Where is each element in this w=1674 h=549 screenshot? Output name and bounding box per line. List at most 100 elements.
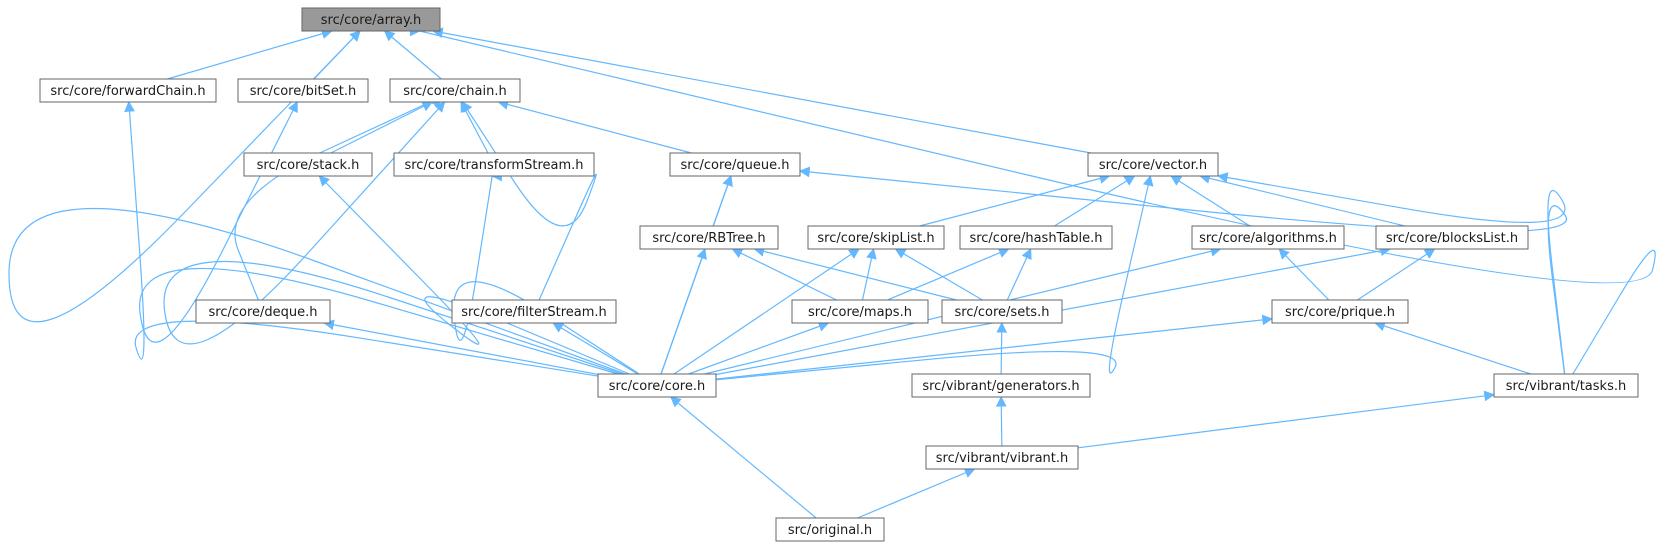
node-box	[597, 373, 717, 398]
nodes-layer: src/core/array.h src/core/forwardChain.h s…	[39, 7, 1639, 542]
edge-core-to-skipList	[673, 248, 860, 375]
node-array[interactable]: src/core/array.h	[301, 7, 441, 32]
edge-original-to-core	[669, 396, 817, 519]
edge-core-to-forwardChain	[124, 100, 599, 377]
node-box	[1087, 152, 1219, 177]
edge-maps-to-hashTable	[887, 247, 1010, 301]
node-label: src/core/blocksList.h	[1386, 231, 1518, 246]
edge-vibrant-to-generators	[995, 395, 1007, 447]
node-sets[interactable]: src/core/sets.h	[941, 299, 1063, 324]
node-box	[393, 152, 595, 177]
edge-hashTable-to-vector	[1054, 175, 1136, 227]
node-core[interactable]: src/core/core.h	[597, 373, 717, 398]
node-label: src/original.h	[788, 523, 872, 538]
node-box	[1375, 225, 1529, 250]
node-box	[791, 299, 929, 324]
node-box	[243, 152, 373, 177]
edge-forwardChain-to-array	[167, 28, 333, 80]
edge-tasks-to-array	[418, 28, 1656, 375]
node-label: src/core/array.h	[321, 13, 422, 28]
node-label: src/core/transformStream.h	[404, 158, 583, 173]
node-bitSet[interactable]: src/core/bitSet.h	[237, 78, 369, 103]
node-RBTree[interactable]: src/core/RBTree.h	[639, 225, 779, 250]
edge-core-to-RBTree	[660, 247, 707, 375]
edge-algorithms-to-vector	[1170, 175, 1251, 227]
edge-core-to-prique	[715, 314, 1274, 380]
node-label: src/core/bitSet.h	[250, 84, 357, 99]
node-box	[807, 225, 945, 250]
edge-sets-to-skipList	[894, 248, 983, 301]
node-label: src/core/core.h	[609, 379, 705, 394]
node-label: src/core/skipList.h	[817, 231, 934, 246]
edge-queue-to-chain	[497, 99, 692, 154]
node-algorithms[interactable]: src/core/algorithms.h	[1191, 225, 1345, 250]
node-label: src/core/sets.h	[955, 305, 1050, 320]
edge-original-to-vibrant	[857, 467, 976, 519]
node-stack[interactable]: src/core/stack.h	[243, 152, 373, 177]
node-box	[451, 299, 617, 324]
node-box	[1191, 225, 1345, 250]
node-label: src/core/hashTable.h	[969, 231, 1102, 246]
node-box	[237, 78, 369, 103]
edge-tasks-to-queue	[798, 166, 1568, 375]
edge-tasks-to-vector	[1216, 172, 1566, 375]
node-label: src/core/algorithms.h	[1199, 231, 1337, 246]
node-box	[389, 78, 521, 103]
node-label: src/core/stack.h	[257, 158, 360, 173]
node-label: src/vibrant/tasks.h	[1506, 379, 1626, 394]
node-prique[interactable]: src/core/prique.h	[1271, 299, 1409, 324]
node-maps[interactable]: src/core/maps.h	[791, 299, 929, 324]
edge-stack-to-chain	[330, 101, 434, 154]
node-queue[interactable]: src/core/queue.h	[669, 152, 801, 177]
node-box	[639, 225, 779, 250]
node-label: src/core/queue.h	[681, 158, 790, 173]
edge-core-to-stack	[318, 175, 630, 375]
node-label: src/core/deque.h	[208, 305, 317, 320]
node-transformStream[interactable]: src/core/transformStream.h	[393, 152, 595, 177]
node-hashTable[interactable]: src/core/hashTable.h	[959, 225, 1113, 250]
node-label: src/core/RBTree.h	[652, 231, 765, 246]
node-chain[interactable]: src/core/chain.h	[389, 78, 521, 103]
node-label: src/core/maps.h	[808, 305, 912, 320]
edge-core-to-chain	[163, 101, 623, 375]
edge-skipList-to-vector	[919, 173, 1111, 227]
edge-core-to-maps	[688, 321, 830, 375]
node-blocksList[interactable]: src/core/blocksList.h	[1375, 225, 1529, 250]
edge-vector-to-array	[431, 27, 1092, 154]
node-deque[interactable]: src/core/deque.h	[195, 299, 331, 324]
node-vibrant[interactable]: src/vibrant/vibrant.h	[925, 445, 1079, 470]
node-box	[775, 517, 885, 542]
edge-core-to-vector	[715, 174, 1154, 381]
edge-core-to-transformStream	[453, 174, 640, 375]
node-skipList[interactable]: src/core/skipList.h	[807, 225, 945, 250]
node-box	[911, 373, 1091, 398]
node-generators[interactable]: src/vibrant/generators.h	[911, 373, 1091, 398]
edge-maps-to-skipList	[861, 247, 877, 301]
node-filterStream[interactable]: src/core/filterStream.h	[451, 299, 617, 324]
edge-sets-to-hashTable	[1006, 248, 1032, 301]
node-box	[301, 7, 441, 32]
edge-vibrant-to-tasks	[1077, 390, 1496, 449]
node-label: src/core/prique.h	[1285, 305, 1395, 320]
node-forwardChain[interactable]: src/core/forwardChain.h	[39, 78, 217, 103]
edge-deque-to-chain	[234, 101, 432, 301]
edge-chain-to-array	[383, 30, 442, 80]
edges-layer	[8, 27, 1656, 519]
edge-sets-to-RBTree	[753, 246, 957, 301]
node-box	[195, 299, 331, 324]
node-box	[39, 78, 217, 103]
edge-prique-to-algorithms	[1278, 248, 1330, 301]
node-box	[1493, 373, 1639, 398]
node-box	[669, 152, 801, 177]
node-box	[941, 299, 1063, 324]
edge-prique-to-blocksList	[1357, 248, 1436, 301]
edge-maps-to-RBTree	[731, 248, 837, 301]
node-vector[interactable]: src/core/vector.h	[1087, 152, 1219, 177]
edge-core-to-filterStream	[552, 322, 639, 375]
node-label: src/core/vector.h	[1099, 158, 1207, 173]
node-label: src/core/forwardChain.h	[50, 84, 205, 99]
node-tasks[interactable]: src/vibrant/tasks.h	[1493, 373, 1639, 398]
node-original[interactable]: src/original.h	[775, 517, 885, 542]
node-label: src/core/chain.h	[403, 84, 506, 99]
